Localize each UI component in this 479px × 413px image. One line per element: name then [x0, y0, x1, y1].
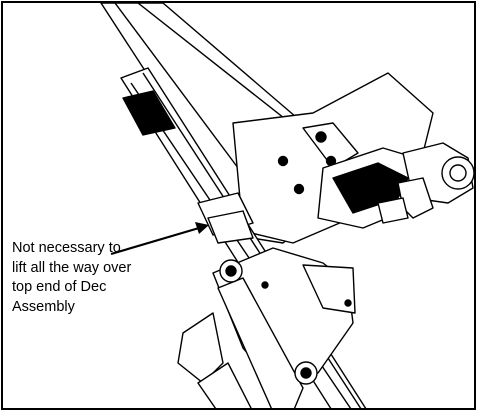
callout-text: Not necessary to lift all the way over t… [12, 239, 182, 317]
callout-line: Not necessary to [12, 240, 121, 256]
callout-arrow [110, 222, 209, 256]
callout-line: Assembly [12, 298, 75, 315]
callout-line: top end of Dec [12, 279, 107, 295]
callout-line: lift all the way over [12, 259, 132, 276]
dec-assembly-line-drawing [100, 3, 474, 408]
lock-knob-lower [294, 361, 318, 385]
lock-knob-upper [219, 259, 243, 283]
